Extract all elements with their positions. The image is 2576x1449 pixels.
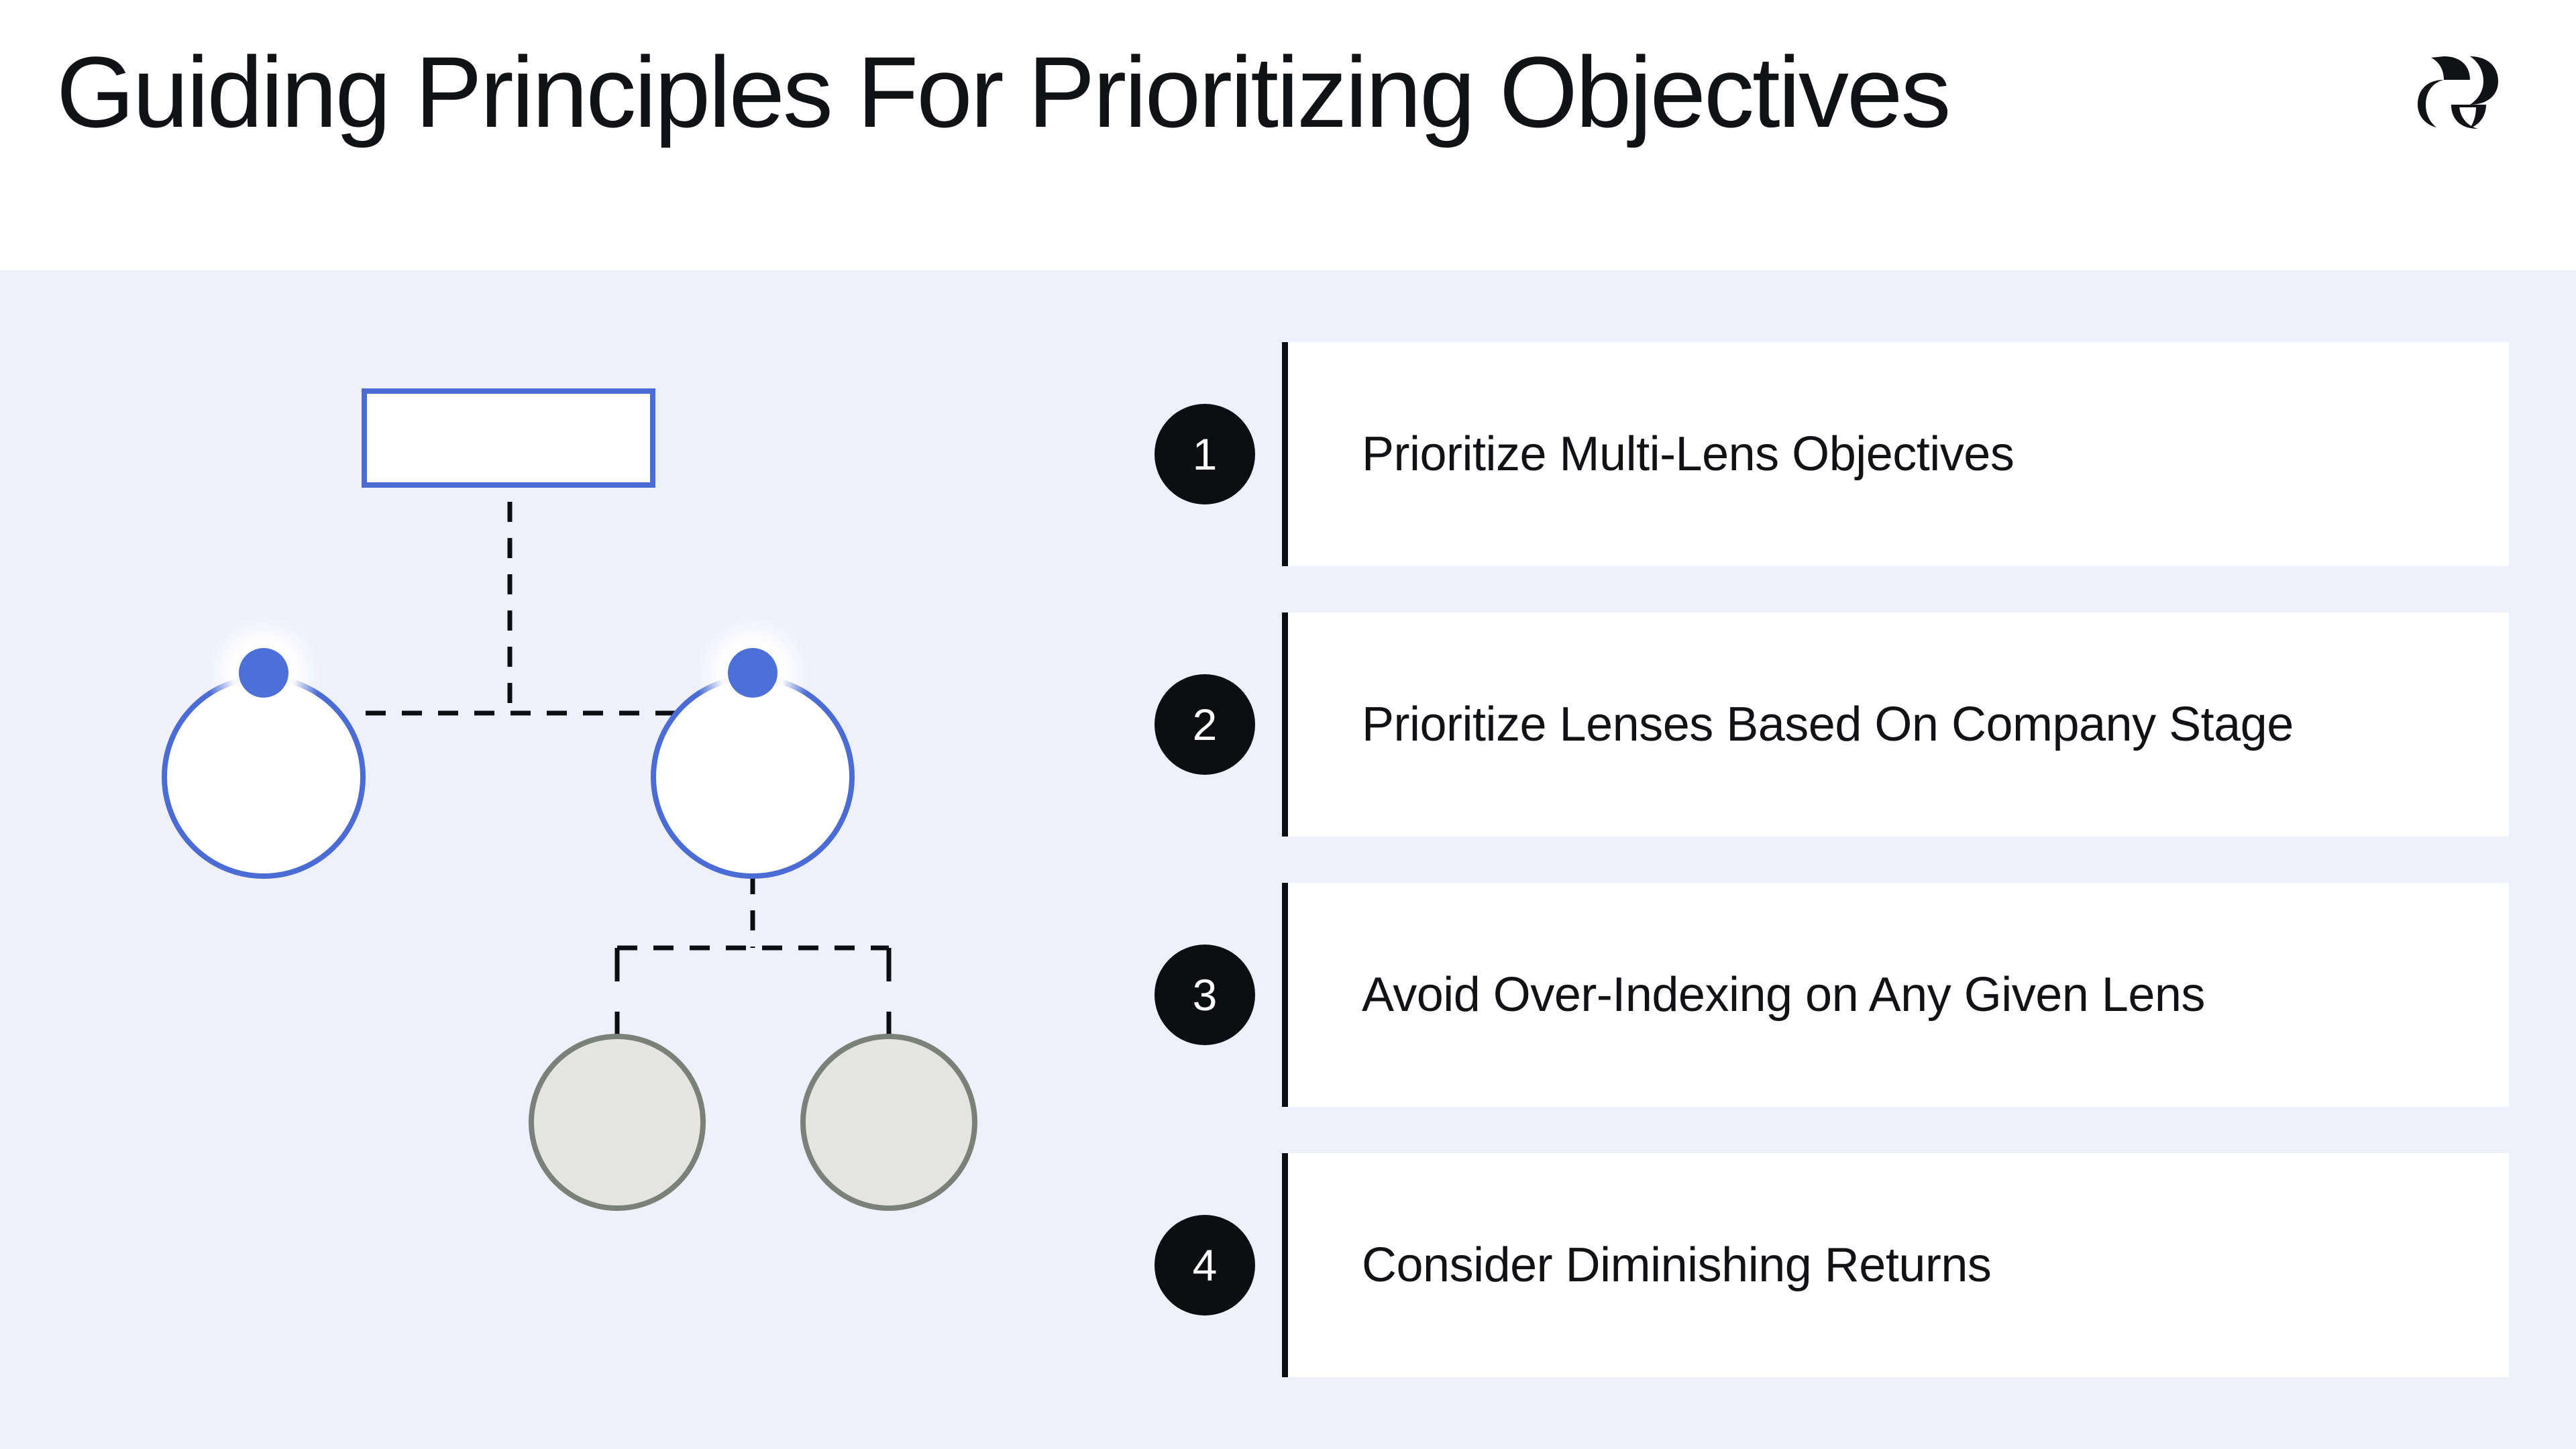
list-item[interactable]: 3 Avoid Over-Indexing on Any Given Lens bbox=[1140, 883, 2509, 1107]
principle-card[interactable]: Avoid Over-Indexing on Any Given Lens bbox=[1282, 883, 2509, 1107]
leaf-circle-right-node bbox=[800, 1034, 977, 1211]
right-blue-dot-marker bbox=[728, 648, 777, 698]
principle-label: Consider Diminishing Returns bbox=[1362, 1238, 1992, 1292]
principle-label: Prioritize Multi-Lens Objectives bbox=[1362, 427, 2015, 481]
slide-body: 1 Prioritize Multi-Lens Objectives 2 Pri… bbox=[0, 270, 2576, 1449]
principle-label: Prioritize Lenses Based On Company Stage bbox=[1362, 698, 2294, 751]
leaf-circle-left-node bbox=[529, 1034, 706, 1211]
hierarchy-tree-diagram bbox=[0, 270, 1140, 1449]
slide-header: Guiding Principles For Prioritizing Obje… bbox=[0, 0, 2576, 270]
principle-card[interactable]: Prioritize Lenses Based On Company Stage bbox=[1282, 612, 2509, 837]
status-badge: 3 bbox=[1155, 945, 1255, 1045]
principle-card[interactable]: Consider Diminishing Returns bbox=[1282, 1153, 2509, 1377]
list-item[interactable]: 4 Consider Diminishing Returns bbox=[1140, 1153, 2509, 1377]
principle-card[interactable]: Prioritize Multi-Lens Objectives bbox=[1282, 342, 2509, 566]
root-rectangle-node bbox=[362, 388, 655, 488]
principle-label: Avoid Over-Indexing on Any Given Lens bbox=[1362, 968, 2205, 1022]
principles-list: 1 Prioritize Multi-Lens Objectives 2 Pri… bbox=[1140, 270, 2576, 1449]
list-item[interactable]: 2 Prioritize Lenses Based On Company Sta… bbox=[1140, 612, 2509, 837]
status-badge: 1 bbox=[1155, 404, 1255, 504]
status-badge: 4 bbox=[1155, 1215, 1255, 1316]
page-title: Guiding Principles For Prioritizing Obje… bbox=[56, 36, 1951, 148]
status-badge: 2 bbox=[1155, 674, 1255, 775]
list-item[interactable]: 1 Prioritize Multi-Lens Objectives bbox=[1140, 342, 2509, 566]
left-blue-dot-marker bbox=[239, 648, 288, 698]
brand-logo-icon bbox=[2412, 52, 2514, 131]
